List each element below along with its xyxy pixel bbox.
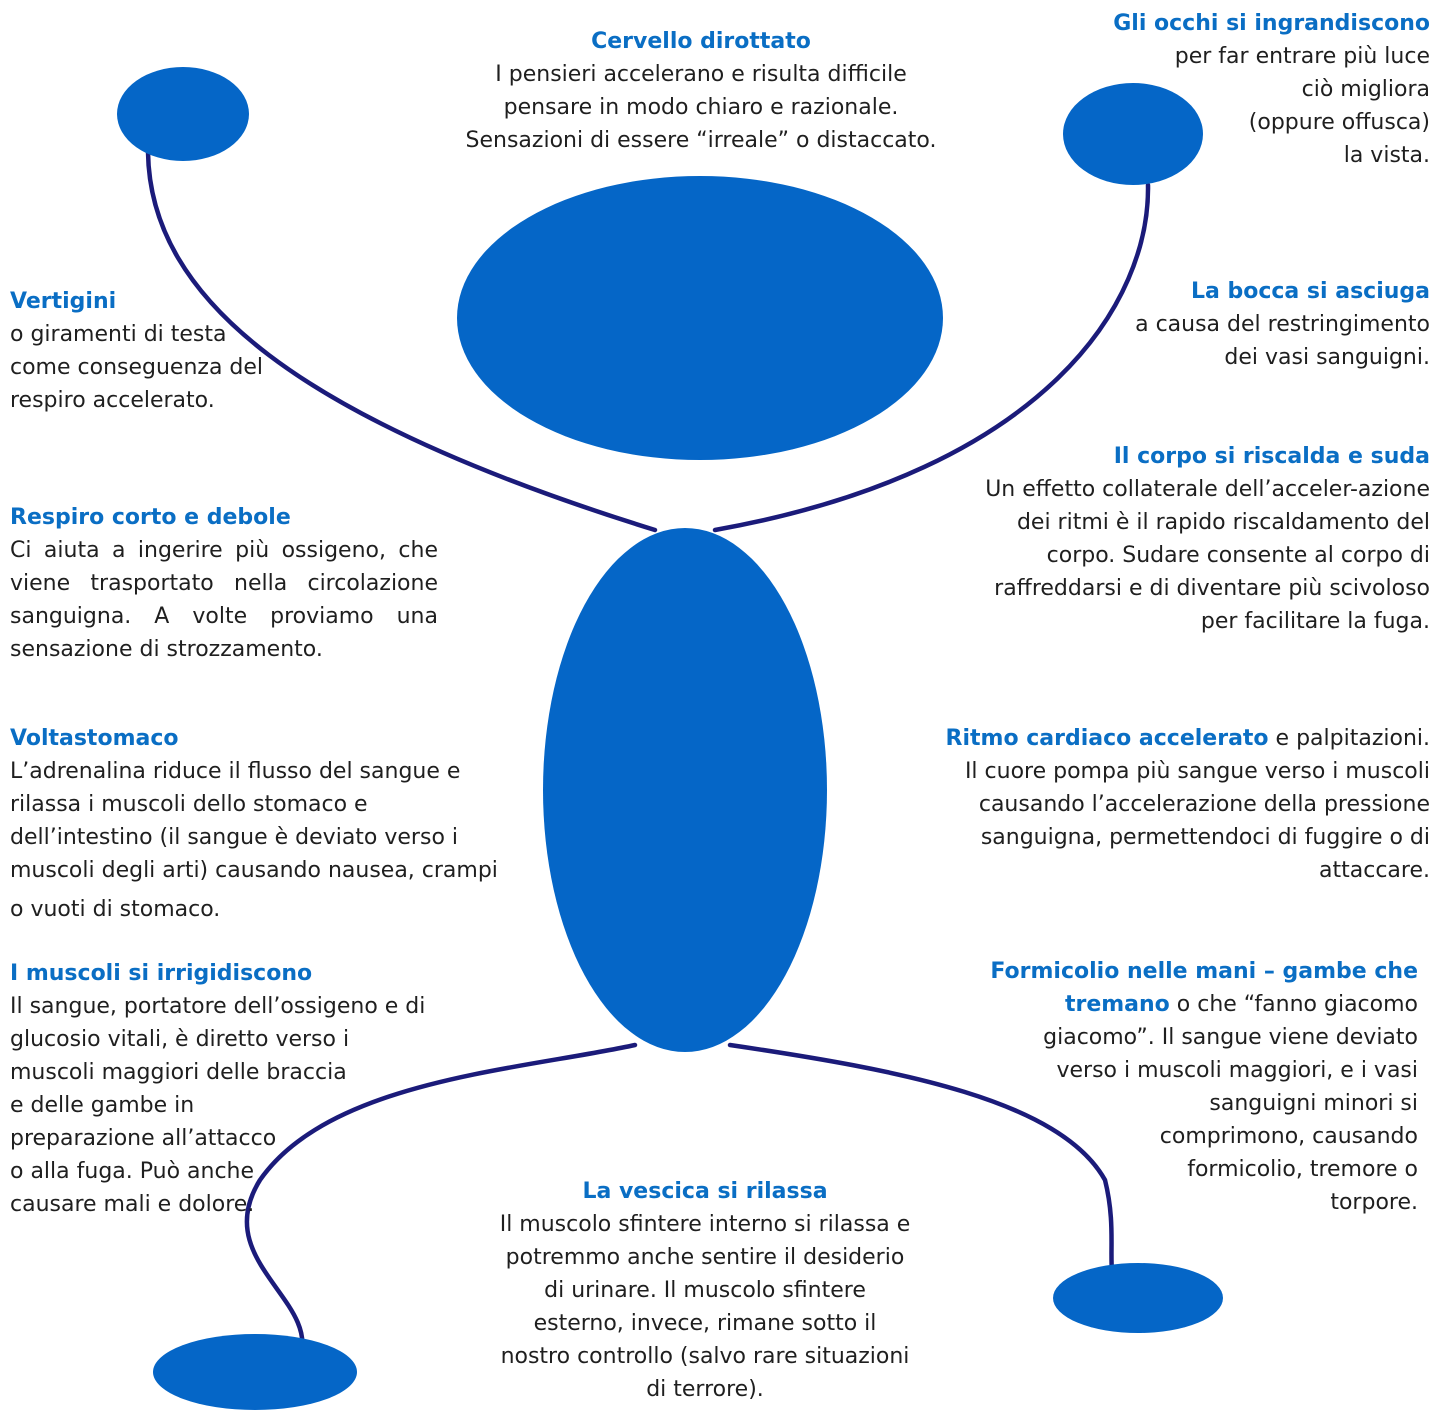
left-leg: [244, 1042, 638, 1361]
label-title: I muscoli si irrigidiscono: [10, 961, 313, 986]
label-title-row: tremano o che “fanno giacomo: [938, 988, 1418, 1021]
label-title: Cervello dirottato: [591, 29, 811, 54]
label-line: potremmo anche sentire il desiderio: [505, 1245, 905, 1270]
label-line: respiro accelerato.: [10, 388, 215, 413]
label-respiro: Respiro corto e debole Ci aiuta a ingeri…: [10, 501, 438, 666]
label-vertigini: Vertigini o giramenti di testa come cons…: [10, 285, 310, 417]
label-title: Ritmo cardiaco accelerato: [945, 726, 1269, 751]
label-line: (oppure offusca): [1248, 110, 1430, 135]
label-line: causare mali e dolore.: [10, 1192, 255, 1217]
label-line: o vuoti di stomaco.: [10, 897, 221, 922]
label-voltastomaco: Voltastomaco L’adrenalina riduce il flus…: [10, 722, 570, 926]
label-line: rilassa i muscoli dello stomaco e: [10, 792, 368, 817]
label-line: Il muscolo sfintere interno si rilassa e: [499, 1212, 911, 1237]
label-line: I pensieri accelerano e risulta difficil…: [495, 62, 907, 87]
label-line: Il cuore pompa più sangue verso i muscol…: [964, 759, 1430, 784]
label-title-row: Ritmo cardiaco accelerato e palpitazioni…: [870, 722, 1430, 755]
label-title: Vertigini: [10, 289, 117, 314]
label-line: ciò migliora: [1301, 77, 1430, 102]
label-line: Un effetto collaterale dell’acceler-azio…: [985, 477, 1430, 502]
label-line: muscoli degli arti) causando nausea, cra…: [10, 858, 498, 883]
label-muscoli: I muscoli si irrigidiscono Il sangue, po…: [10, 957, 480, 1221]
left-arm: [145, 149, 658, 533]
left-hand: [117, 67, 249, 161]
label-line: dell’intestino (il sangue è deviato vers…: [10, 825, 459, 850]
label-title-continued: tremano: [1064, 992, 1170, 1017]
label-line: la vista.: [1343, 143, 1430, 168]
label-title: Il corpo si riscalda e suda: [1113, 444, 1430, 469]
label-line: preparazione all’attacco: [10, 1126, 277, 1151]
label-line: di terrore).: [646, 1377, 764, 1402]
label-title: Gli occhi si ingrandiscono: [1113, 11, 1430, 36]
label-ritmo: Ritmo cardiaco accelerato e palpitazioni…: [870, 722, 1430, 887]
right-arm: [712, 182, 1151, 533]
label-line: Sensazioni di essere “irreale” o distacc…: [465, 128, 937, 153]
label-occhi: Gli occhi si ingrandiscono per far entra…: [1010, 7, 1430, 172]
right-leg: [727, 1042, 1115, 1275]
label-corpo: Il corpo si riscalda e suda Un effetto c…: [910, 440, 1430, 638]
label-cervello: Cervello dirottato I pensieri accelerano…: [412, 25, 990, 157]
head: [457, 176, 943, 460]
label-line: Ci aiuta a ingerire più ossigeno, che: [10, 538, 438, 563]
label-line: glucosio vitali, è diretto verso i: [10, 1027, 350, 1052]
label-line: come conseguenza del: [10, 355, 264, 380]
label-title: Voltastomaco: [10, 726, 179, 751]
label-title-suffix: e palpitazioni.: [1268, 726, 1430, 751]
label-title: Formicolio nelle mani – gambe che: [990, 959, 1418, 984]
label-line: L’adrenalina riduce il flusso del sangue…: [10, 759, 461, 784]
label-line: muscoli maggiori delle braccia: [10, 1060, 347, 1085]
label-line: viene trasportato nella circolazione: [10, 571, 438, 596]
label-line: comprimono, causando: [1159, 1124, 1418, 1149]
label-line: sensazione di strozzamento.: [10, 637, 323, 662]
label-title: La vescica si rilassa: [582, 1179, 828, 1204]
label-line: per far entrare più luce: [1174, 44, 1430, 69]
label-line: sanguigna. A volte proviamo una: [10, 604, 438, 629]
right-hand: [1063, 83, 1203, 185]
label-line: nostro controllo (salvo rare situazioni: [500, 1344, 910, 1369]
right-foot: [1053, 1263, 1223, 1333]
label-bocca: La bocca si asciuga a causa del restring…: [1030, 275, 1430, 374]
label-line: a causa del restringimento: [1135, 312, 1430, 337]
label-line: attaccare.: [1319, 858, 1430, 883]
label-line: di urinare. Il muscolo sfintere: [544, 1278, 866, 1303]
label-title: Respiro corto e debole: [10, 505, 291, 530]
torso: [543, 528, 827, 1052]
label-title-suffix: o che “fanno giacomo: [1169, 992, 1418, 1017]
label-line: o giramenti di testa: [10, 322, 227, 347]
label-line: pensare in modo chiaro e razionale.: [503, 95, 899, 120]
label-line: sanguigna, permettendoci di fuggire o di: [980, 825, 1430, 850]
label-line: o alla fuga. Può anche: [10, 1159, 255, 1184]
label-line: formicolio, tremore o: [1187, 1157, 1418, 1182]
label-line: giacomo”. Il sangue viene deviato: [1043, 1025, 1418, 1050]
label-line: dei ritmi è il rapido riscaldamento del: [1016, 510, 1430, 535]
label-vescica: La vescica si rilassa Il muscolo sfinter…: [460, 1175, 950, 1406]
label-line: dei vasi sanguigni.: [1224, 345, 1430, 370]
label-line: raffreddarsi e di diventare più scivolos…: [994, 576, 1430, 601]
label-line: causando l’accelerazione della pressione: [978, 792, 1430, 817]
label-line: e delle gambe in: [10, 1093, 195, 1118]
label-line: sanguigni minori si: [1209, 1091, 1418, 1116]
label-line: per facilitare la fuga.: [1200, 609, 1430, 634]
label-formicolio: Formicolio nelle mani – gambe che treman…: [938, 955, 1418, 1219]
left-foot: [153, 1334, 357, 1410]
label-line: Il sangue, portatore dell’ossigeno e di: [10, 994, 426, 1019]
label-title: La bocca si asciuga: [1190, 279, 1430, 304]
label-line: torpore.: [1330, 1190, 1418, 1215]
label-line: verso i muscoli maggiori, e i vasi: [1056, 1058, 1419, 1083]
label-line: esterno, invece, rimane sotto il: [533, 1311, 877, 1336]
label-line: corpo. Sudare consente al corpo di: [1046, 543, 1430, 568]
